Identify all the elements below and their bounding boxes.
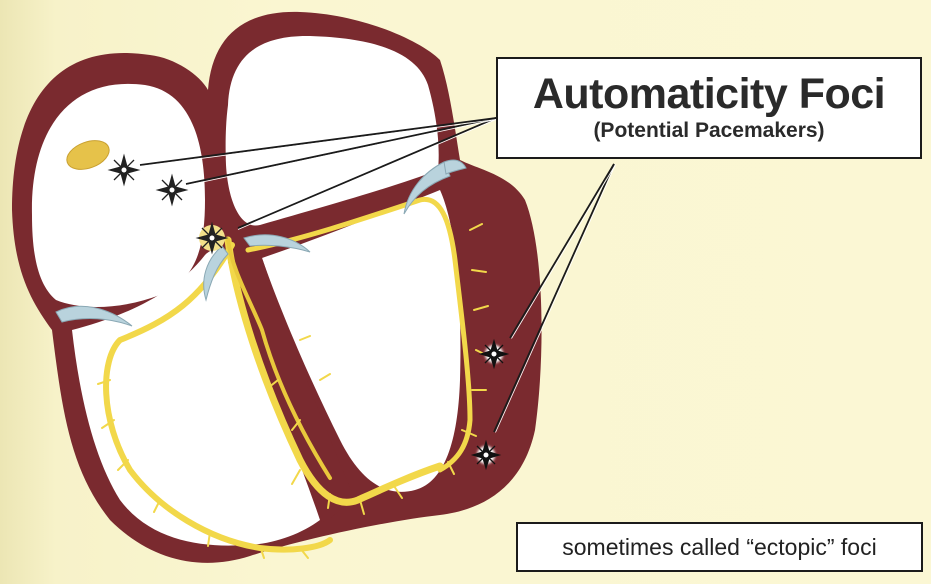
- ectopic-note: sometimes called “ectopic” foci: [562, 534, 876, 560]
- diagram-subtitle: (Potential Pacemakers): [498, 118, 920, 144]
- star-burst-icon: [110, 156, 138, 184]
- title-box: Automaticity Foci (Potential Pacemakers): [496, 57, 922, 159]
- diagram-title: Automaticity Foci: [498, 71, 920, 117]
- star-burst-icon: [198, 224, 226, 252]
- star-burst-icon: [158, 176, 186, 204]
- note-box: sometimes called “ectopic” foci: [516, 522, 923, 572]
